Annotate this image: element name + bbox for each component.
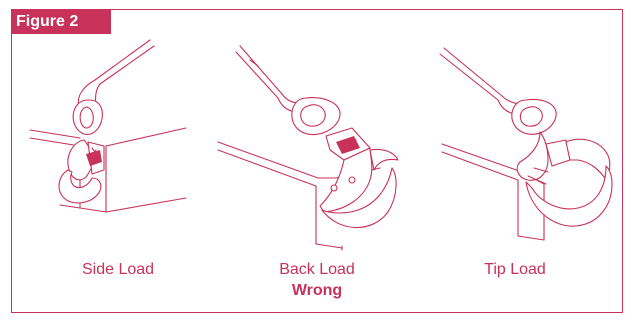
side-load-sling	[78, 40, 154, 106]
side-load-master-link	[73, 100, 102, 134]
tip-load-master-link	[512, 100, 556, 135]
back-load-master-link	[292, 98, 340, 135]
side-load-block	[30, 128, 186, 212]
back-load-sling	[236, 46, 304, 112]
back-load-wrong-label: Wrong	[247, 281, 387, 301]
side-load-illustration	[30, 40, 186, 212]
back-load-caption: Back Load	[247, 260, 387, 280]
tip-load-sling	[440, 48, 522, 114]
tip-load-caption: Tip Load	[450, 260, 580, 280]
side-load-caption: Side Load	[48, 260, 188, 280]
side-load-hook	[59, 140, 104, 203]
tip-load-illustration	[440, 48, 612, 240]
tip-load-hook	[517, 132, 612, 226]
back-load-illustration	[218, 46, 398, 250]
